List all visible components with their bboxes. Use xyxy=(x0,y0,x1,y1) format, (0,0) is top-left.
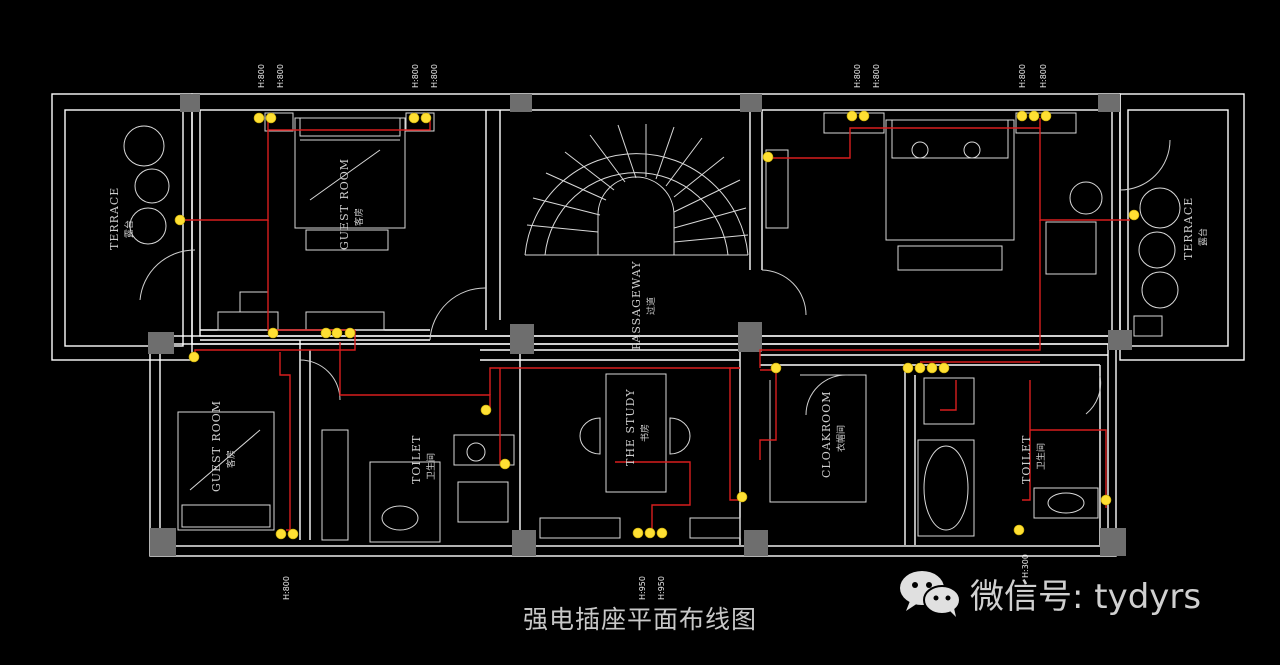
outlet-marker xyxy=(938,362,950,374)
room-label-toilet-left: TOILET xyxy=(410,435,423,484)
watermark-text: 微信号: tydyrs xyxy=(970,576,1202,617)
room-label-terrace-left: TERRACE xyxy=(108,187,121,250)
outlet-marker xyxy=(1040,110,1052,122)
column xyxy=(510,94,532,112)
height-label: H:800 xyxy=(1039,64,1048,88)
room-label-toilet-right-cn: 卫生间 xyxy=(1035,443,1047,470)
outlets xyxy=(174,110,1140,540)
column xyxy=(1108,330,1132,350)
room-label-terrace-left-cn: 露台 xyxy=(123,220,135,238)
outlet-marker xyxy=(267,327,279,339)
room-label-terrace-right-cn: 露台 xyxy=(1197,228,1209,246)
height-label: H:800 xyxy=(872,64,881,88)
room-label-passageway: PASSAGEWAY xyxy=(630,261,643,351)
height-label: H:800 xyxy=(430,64,439,88)
outlet-marker xyxy=(736,491,748,503)
outlet-marker xyxy=(926,362,938,374)
outlet-marker xyxy=(499,458,511,470)
outlet-marker xyxy=(1100,494,1112,506)
outlet-marker xyxy=(1028,110,1040,122)
room-label-guest-room-bottom-cn: 客房 xyxy=(225,450,237,468)
outlet-marker xyxy=(858,110,870,122)
height-label: H:950 xyxy=(638,576,647,600)
outlet-marker xyxy=(914,362,926,374)
column xyxy=(150,528,176,556)
watermark: 微信号: tydyrs xyxy=(898,568,1201,618)
room-label-guest-room-top: GUEST ROOM xyxy=(338,158,351,250)
outlet-marker xyxy=(344,327,356,339)
outlet-marker xyxy=(320,327,332,339)
columns xyxy=(148,94,1132,556)
room-label-cloakroom-cn: 衣帽间 xyxy=(835,425,847,452)
outlet-marker xyxy=(253,112,265,124)
outlet-marker xyxy=(770,362,782,374)
outlet-marker xyxy=(762,151,774,163)
walls xyxy=(51,93,1245,557)
room-label-toilet-left-cn: 卫生间 xyxy=(425,453,437,480)
room-labels: TERRACE 露台 GUEST ROOM 客房 PASSAGEWAY 过道 T… xyxy=(108,158,1209,492)
room-label-guest-room-top-cn: 客房 xyxy=(353,208,365,226)
wiring xyxy=(182,118,1130,531)
outlet-marker xyxy=(656,527,668,539)
outlet-marker xyxy=(480,404,492,416)
outlet-marker xyxy=(265,112,277,124)
column xyxy=(1100,528,1126,556)
height-label: H:800 xyxy=(411,64,420,88)
height-label: H:950 xyxy=(657,576,666,600)
outlet-marker xyxy=(1016,110,1028,122)
outlet-marker xyxy=(275,528,287,540)
height-label: H:800 xyxy=(257,64,266,88)
room-label-passageway-cn: 过道 xyxy=(645,297,657,315)
height-labels: H:800 H:800 H:800 H:800 H:800 H:800 H:80… xyxy=(257,64,1048,600)
outlet-marker xyxy=(632,527,644,539)
column xyxy=(180,94,200,112)
height-label: H:800 xyxy=(282,576,291,600)
staircase xyxy=(524,124,749,256)
outlet-marker xyxy=(188,351,200,363)
column xyxy=(738,322,762,352)
outlet-marker xyxy=(420,112,432,124)
outlet-marker xyxy=(902,362,914,374)
outlet-marker xyxy=(644,527,656,539)
column xyxy=(740,94,762,112)
furniture xyxy=(123,112,1181,543)
room-label-study-cn: 书房 xyxy=(639,424,651,442)
room-label-study: THE STUDY xyxy=(624,388,637,466)
height-label: H:800 xyxy=(853,64,862,88)
outlet-marker xyxy=(331,327,343,339)
outlet-marker xyxy=(846,110,858,122)
room-label-toilet-right: TOILET xyxy=(1020,435,1033,484)
column xyxy=(510,324,534,354)
column xyxy=(148,332,174,354)
outlet-marker xyxy=(287,528,299,540)
room-label-cloakroom: CLOAKROOM xyxy=(820,391,833,478)
outlet-marker xyxy=(408,112,420,124)
height-label: H:300 xyxy=(1021,554,1030,578)
outlet-marker xyxy=(1013,524,1025,536)
column xyxy=(1098,94,1120,112)
column xyxy=(512,530,536,556)
room-label-guest-room-bottom: GUEST ROOM xyxy=(210,400,223,492)
column xyxy=(744,530,768,556)
wechat-icon xyxy=(900,571,961,617)
room-label-terrace-right: TERRACE xyxy=(1182,197,1195,260)
height-label: H:800 xyxy=(276,64,285,88)
outlet-marker xyxy=(174,214,186,226)
outlet-marker xyxy=(1128,209,1140,221)
height-label: H:800 xyxy=(1018,64,1027,88)
plan-caption: 强电插座平面布线图 xyxy=(522,605,757,634)
